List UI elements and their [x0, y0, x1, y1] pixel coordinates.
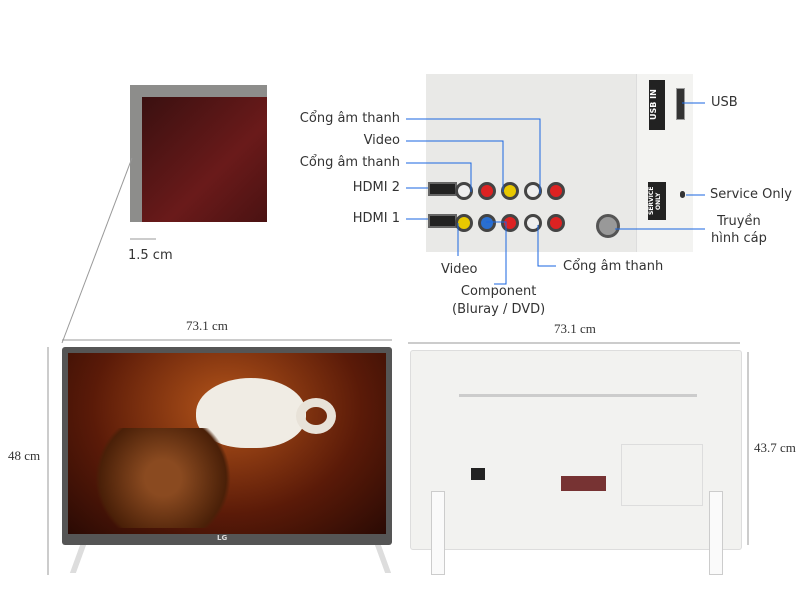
- rca-jack: [478, 214, 496, 232]
- rca-jack: [478, 182, 496, 200]
- back-width-label: 73.1 cm: [554, 321, 596, 336]
- rear-port-panel: [621, 444, 703, 506]
- component-line2: (Bluray / DVD): [452, 302, 546, 317]
- back-stand-left: [431, 491, 445, 575]
- leader-audio-mid: [406, 162, 472, 192]
- back-stand-right: [709, 491, 723, 575]
- corner-detail-image: [130, 85, 267, 222]
- tv-screen: [68, 353, 386, 534]
- cable-line1: Truyền: [717, 214, 761, 229]
- label-video-top: Video: [363, 133, 400, 148]
- label-component: Component (Bluray / DVD): [452, 284, 545, 318]
- leader-component: [486, 221, 507, 285]
- leader-audio-top: [406, 118, 541, 194]
- power-socket: [471, 468, 485, 480]
- component-line1: Component: [460, 284, 537, 299]
- leader-audio-bottom: [537, 225, 556, 267]
- label-usb: USB: [711, 95, 738, 110]
- coffee-beans: [88, 428, 238, 528]
- front-width-label: 73.1 cm: [186, 318, 228, 333]
- lg-logo: LG: [217, 534, 228, 542]
- back-height-label: 43.7 cm: [754, 440, 796, 455]
- rca-jack: [455, 214, 473, 232]
- label-cable-tv: Truyền hình cáp: [711, 214, 767, 247]
- tv-front: LG: [62, 347, 392, 545]
- label-audio-bottom: Cổng âm thanh: [563, 259, 664, 274]
- warning-label: [561, 476, 606, 491]
- leader-video-top: [406, 140, 504, 192]
- front-height-label: 48 cm: [8, 448, 41, 463]
- label-hdmi1: HDMI 1: [352, 211, 400, 226]
- corner-pointer-line: [61, 157, 133, 344]
- label-hdmi2: HDMI 2: [352, 180, 400, 195]
- usb-port: [676, 88, 685, 120]
- rca-jack: [547, 214, 565, 232]
- bezel-width-label: 1.5 cm: [128, 248, 173, 263]
- cable-line2: hình cáp: [711, 231, 767, 246]
- service-port: [680, 191, 685, 198]
- label-service-only: Service Only: [710, 187, 792, 202]
- rca-jack: [547, 182, 565, 200]
- tv-back: [410, 350, 742, 575]
- label-audio-top: Cổng âm thanh: [299, 111, 400, 126]
- coax-port: [596, 214, 620, 238]
- label-video-bottom: Video: [441, 262, 478, 277]
- label-audio-mid: Cổng âm thanh: [299, 155, 400, 170]
